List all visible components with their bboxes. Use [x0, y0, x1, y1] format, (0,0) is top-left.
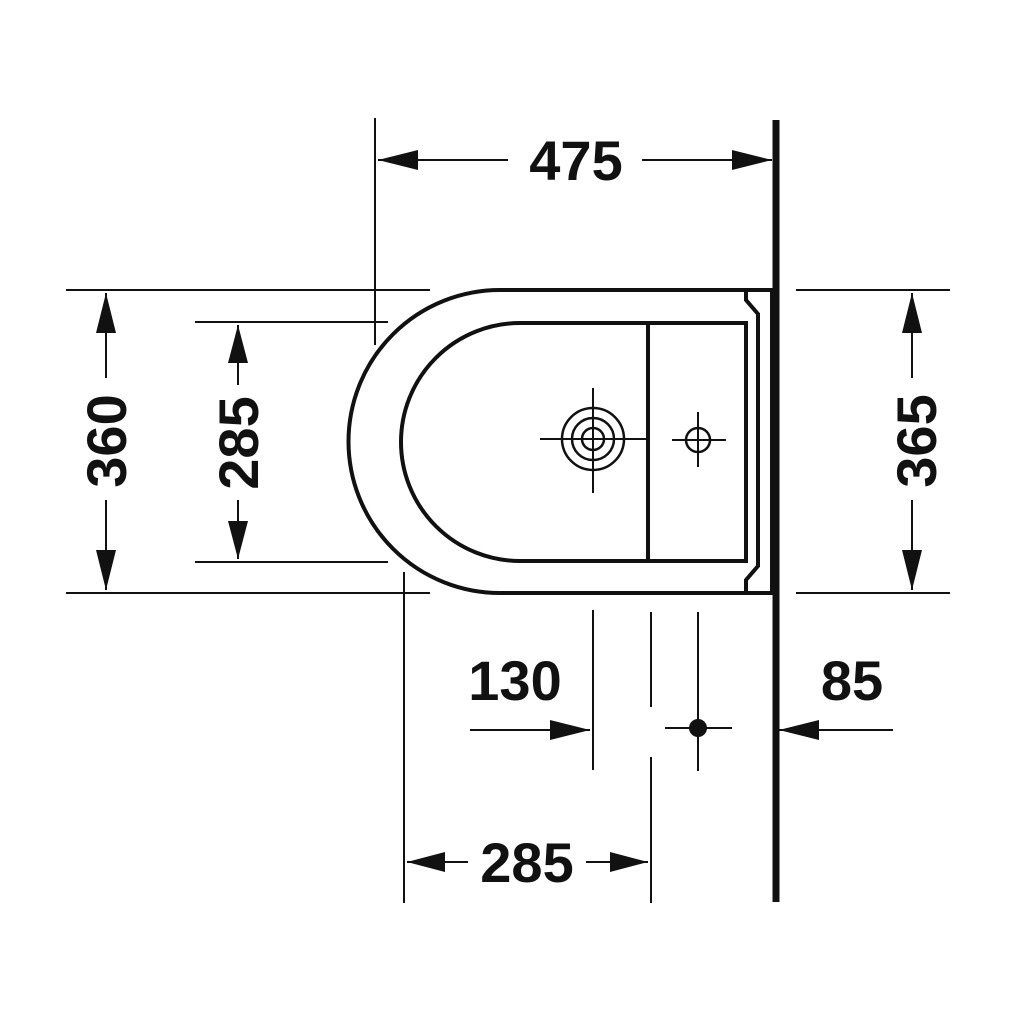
dimension-360-label: 360: [75, 394, 138, 487]
dimension-285-horizontal: 285: [407, 831, 648, 894]
arrowhead-top: [902, 293, 922, 333]
arrowhead-left: [407, 852, 445, 872]
dimension-130-label: 130: [468, 649, 561, 712]
dimension-360: 360: [75, 293, 138, 590]
mounting-plate: [744, 288, 774, 595]
arrowhead-bottom: [902, 550, 922, 590]
arrowhead-right: [610, 852, 648, 872]
inner-bowl: [399, 321, 650, 563]
dimension-85: 85: [779, 649, 893, 740]
arrowhead-left: [779, 720, 819, 740]
waste-point-marker: [665, 719, 732, 737]
fixture-outline: [346, 288, 774, 595]
dimension-85-label: 85: [821, 649, 883, 712]
dimension-365: 365: [796, 289, 950, 594]
dimension-285-horizontal-label: 285: [480, 831, 573, 894]
waste-point-dot: [689, 719, 707, 737]
dimension-475: 475: [374, 118, 772, 345]
arrowhead-bottom: [96, 550, 116, 590]
outer-rim: [346, 288, 746, 595]
overflow-hole-symbol: [672, 412, 726, 467]
arrowhead-right: [550, 720, 590, 740]
dimension-475-label: 475: [529, 129, 622, 192]
dimension-285-vertical: 285: [207, 325, 270, 559]
tap-hole-symbol: [540, 388, 648, 493]
arrowhead-right: [732, 150, 772, 170]
dimension-285-vertical-label: 285: [207, 396, 270, 489]
arrowhead-bottom: [228, 521, 248, 559]
dimension-130: 130: [468, 649, 590, 740]
rear-deck: [648, 321, 748, 563]
dimension-365-label: 365: [885, 394, 948, 487]
arrowhead-left: [378, 150, 418, 170]
arrowhead-top: [96, 293, 116, 333]
arrowhead-top: [228, 325, 248, 363]
